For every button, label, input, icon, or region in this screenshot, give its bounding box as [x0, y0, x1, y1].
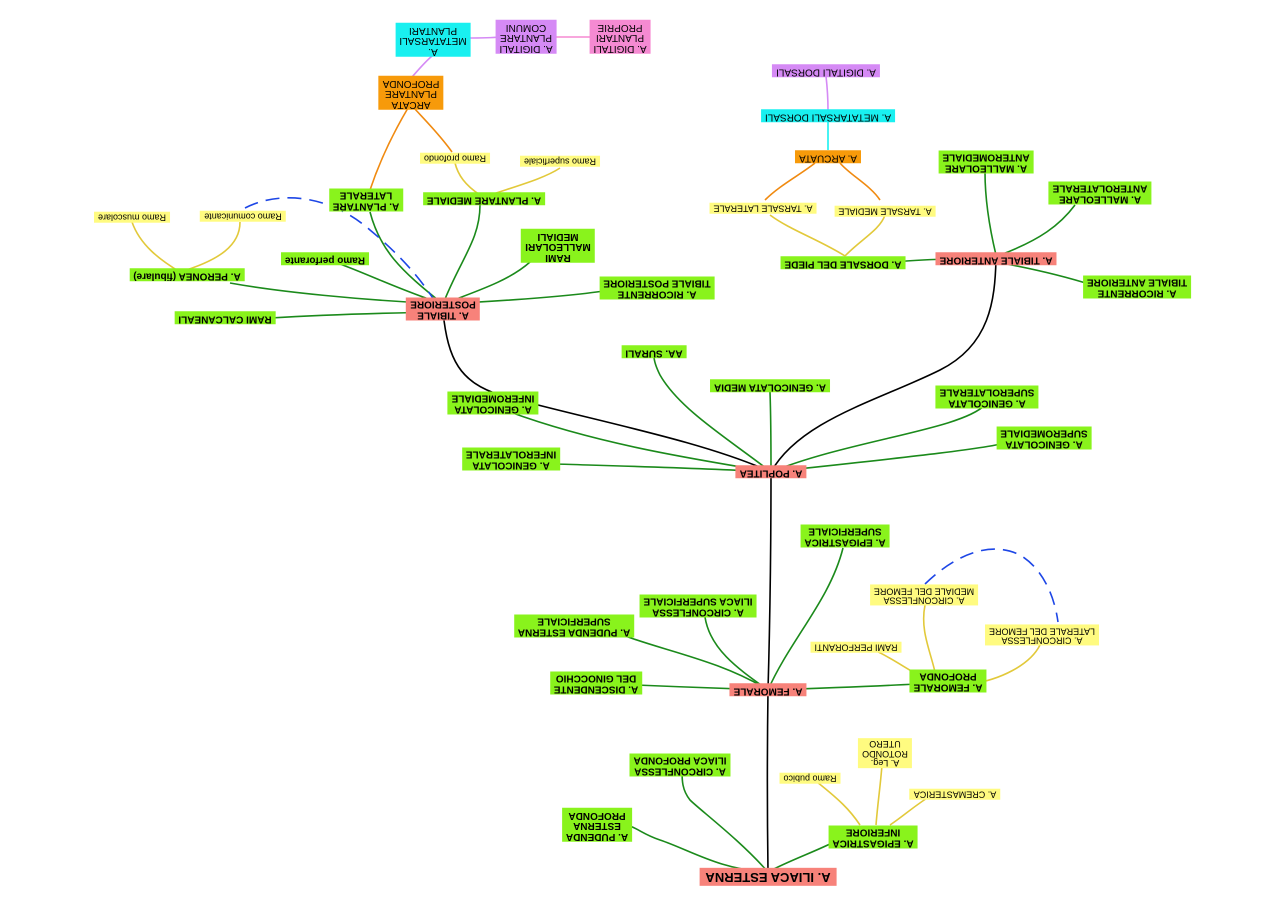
node-circonflessa-iliaca-superficiale: A. CIRCONFLESSA ILIACA SUPERFICIALE: [639, 594, 757, 618]
node-cremasterica: A. CREMASTERICA: [909, 788, 1001, 800]
edge-femorale-pudenda-sup: [619, 633, 769, 691]
node-epigastrica-superficiale: A. EPIGASTRICA SUPERFICIALE: [800, 524, 890, 548]
edge-poplitea-surali: [653, 355, 772, 473]
edge-plantmed-ramo-profondo: [454, 162, 481, 196]
node-digitali-plantari-comuni: A. DIGITALI PLANTARE COMUNI: [495, 20, 557, 54]
node-metatarsali-dorsali: A. METATARSALI DORSALI: [760, 109, 896, 123]
node-circonflessa-mediale: A. CIRCONFLESSA MEDIALE DEL FEMORE: [869, 584, 979, 606]
edge-peronea-ramo-muscolare: [131, 221, 181, 273]
node-ramo-pubico: Ramo pubico: [779, 772, 841, 784]
edge-dorsale-tarsale-laterale: [769, 214, 846, 257]
edge-anastomosi-circonflesse: [924, 548, 1059, 623]
node-malleolare-anteromediale: A. MALLEOLARE ANTEROMEDIALE: [938, 150, 1034, 174]
edge-epig-ramo-pubico: [811, 777, 861, 826]
edge-femorale-epig-sup: [767, 547, 844, 691]
node-ramo-superficiale: Ramo superficiale: [519, 155, 601, 167]
node-discendente-ginocchio: A. DISCENDENTE DEL GINOCCHIO: [549, 671, 643, 695]
edge-anastomosi-comunicante: [244, 197, 435, 301]
edge-femprof-circ-mediale: [922, 604, 936, 673]
edge-iliaca-femorale: [766, 689, 769, 873]
node-epigastrica-inferiore: A. EPIGASTRICA INFERIORE: [828, 825, 918, 849]
node-metatarsali-plantari: A. METATARSALI PLANTARI: [395, 23, 471, 57]
node-genicolata-superolaterale: A. GENICOLATA SUPEROLATERALE: [935, 385, 1039, 409]
node-arcata-plantare-profonda: ARCATA PLANTARE PROFONDA: [378, 76, 444, 110]
node-tibiale-anteriore: A. TIBIALE ANTERIORE: [935, 252, 1057, 266]
node-femorale: A. FEMORALE: [729, 683, 807, 697]
edge-epig-leg-rotondo: [875, 764, 883, 826]
node-tibiale-posteriore: A. TIBIALE POSTERIORE: [406, 297, 480, 321]
node-poplitea: A. POPLITEA: [735, 465, 807, 479]
node-ricorrente-tibiale-anteriore: A. RICORRENTE TIBIALE ANTERIORE: [1082, 275, 1192, 299]
node-digitali-dorsali: A. DIGITALI DORSALI: [772, 64, 880, 78]
node-tarsale-laterale: A. TARSALE LATERALE: [709, 202, 817, 214]
edge-tibpost-plantare-mediale: [442, 204, 481, 305]
node-circonflessa-laterale: A. CIRCONFLESSA LATERALE DEL FEMORE: [984, 624, 1100, 646]
node-ricorrente-tibiale-posteriore: A. RICORRENTE TIBIALE POSTERIORE: [599, 276, 715, 300]
node-iliaca-esterna: A. ILIACA ESTERNA: [699, 868, 837, 886]
edge-iliaca-circ-iliaca-prof: [681, 769, 769, 873]
node-circonflessa-iliaca-profonda: A. CIRCONFLESSA ILIACA PROFONDA: [629, 753, 731, 777]
node-ramo-profondo: Ramo profondo: [419, 152, 491, 164]
edge-plantlat-arcata: [369, 107, 409, 191]
edge-poplitea-tibiale-anteriore: [770, 258, 997, 473]
edge-femorale-poplitea: [767, 471, 772, 691]
node-femorale-profonda: A. FEMORALE PROFONDA: [909, 669, 987, 693]
node-genicolata-inferolaterale: A. GENICOLATA INFEROLATERALE: [461, 447, 561, 471]
edge-tarsale-laterale-arcuata: [764, 162, 816, 201]
node-rami-malleolari-mediali: RAMI MALLEOLARI MEDIALI: [521, 229, 595, 263]
node-surali: AA. SURALI: [621, 345, 687, 359]
edge-tibant-malleolare-antlat: [999, 204, 1076, 256]
edge-plantmed-ramo-superficiale: [489, 167, 561, 196]
node-genicolata-superomediale: A. GENICOLATA SUPEROMEDIALE: [996, 426, 1092, 450]
edge-poplitea-genic-superolat: [770, 404, 986, 473]
edge-iliaca-pudenda-profonda: [629, 825, 769, 873]
edge-dorsale-tarsale-mediale: [844, 214, 886, 257]
edge-metatarsali-digitali-dorsali: [825, 75, 829, 111]
node-pudenda-esterna-superficiale: A. PUDENDA ESTERNA SUPERFICIALE: [513, 614, 635, 638]
node-ramo-comunicante: Ramo comunicante: [200, 210, 286, 222]
edge-tibant-malleolare-antmed: [984, 171, 997, 256]
edge-tarsale-mediale-arcuata: [839, 162, 881, 201]
node-arcuata: A. ARCUATA: [795, 150, 861, 164]
node-rami-perforanti: RAMI PERFORANTI: [810, 641, 902, 653]
edge-femorale-circ-iliaca-sup: [704, 616, 769, 691]
node-peronea: A. PERONEA (fibulare): [129, 268, 245, 282]
node-ramo-muscolare: Ramo muscolare: [93, 211, 171, 223]
edge-peronea-ramo-comunicante: [179, 221, 241, 273]
node-digitali-plantari-proprie: A. DIGITALI PLANTARI PROPRIE: [589, 20, 651, 54]
edge-ramoprof-arcata: [413, 107, 453, 153]
node-tarsale-mediale: A. TARSALE MEDIALE: [834, 205, 936, 217]
node-malleolare-anterolaterale: A. MALLEOLARE ANTEROLATERALE: [1048, 181, 1152, 205]
edge-arcata-metatarsali: [411, 55, 433, 78]
node-ramo-perforante: Ramo perforante: [280, 252, 370, 266]
node-leg-rotondo: A. Leg. ROTONDO UTERO: [858, 737, 912, 769]
node-dorsale-piede: A. DORSALE DEL PIEDE: [780, 256, 906, 270]
node-pudenda-esterna-profonda: A. PUDENDA ESTERNA PROFONDA: [561, 808, 633, 842]
node-genicolata-inferomediale: A. GENICOLATA INFEROMEDIALE: [447, 391, 539, 415]
edge-poplitea-genic-superomed: [770, 441, 1011, 473]
edge-poplitea-genic-media: [769, 391, 772, 473]
node-plantare-laterale: A. PLANTARE LATERALE: [328, 188, 404, 212]
node-plantare-mediale: A. PLANTARE MEDIALE: [422, 192, 546, 206]
node-genicolata-media: A. GENICOLATA MEDIA: [709, 379, 831, 393]
node-rami-calcaneali: RAMI CALCANEALI: [174, 311, 276, 325]
